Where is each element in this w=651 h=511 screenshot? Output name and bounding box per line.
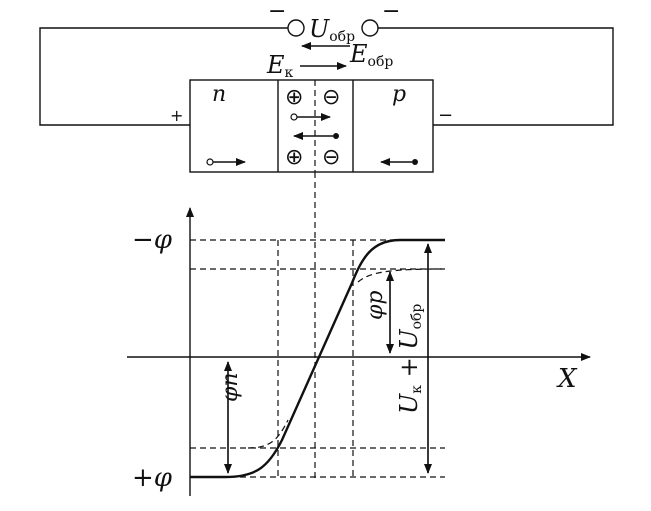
negative-ion-top: ⊖ (322, 85, 340, 110)
reverse-voltage-label: Uобр (309, 15, 355, 45)
p-region-electron-arrow (380, 158, 418, 166)
positive-ion-bottom: ⊕ (285, 145, 303, 170)
positive-ion-top: ⊕ (285, 85, 303, 110)
electron-drift-arrow (293, 132, 339, 140)
negative-ion-bottom: ⊖ (322, 145, 340, 170)
phi-n-label: φn (218, 372, 243, 402)
y-axis-bottom-label: +φ (132, 463, 173, 493)
right-terminal (361, 19, 379, 37)
left-side-sign: + (170, 106, 183, 125)
reverse-bias-potential-curve (190, 238, 445, 479)
right-terminal-sign: − (382, 0, 400, 24)
reverse-field-label: Eобр (349, 40, 393, 70)
contact-field-label: Eк (266, 51, 294, 81)
phi-p-label: φp (363, 291, 388, 321)
hole-drift-arrow (290, 113, 331, 121)
left-terminal-sign: − (268, 0, 286, 24)
y-axis-top-label: −φ (132, 225, 173, 255)
potential-graph: −φ +φ X φn φp Uк + Uобр (127, 172, 591, 496)
n-region-label: n (212, 82, 226, 107)
external-circuit: − − Uобр Eобр Eк + − (39, 0, 614, 126)
left-terminal (287, 19, 305, 37)
equilibrium-potential-curve (247, 419, 289, 449)
n-region-hole-arrow (206, 158, 246, 166)
semiconductor-crystal: n p ⊕ ⊖ ⊕ ⊖ (189, 79, 434, 173)
p-region-label: p (392, 82, 406, 107)
total-barrier-label: Uк + Uобр (395, 304, 425, 414)
right-side-sign: − (438, 105, 453, 126)
x-axis-label: X (556, 364, 578, 394)
